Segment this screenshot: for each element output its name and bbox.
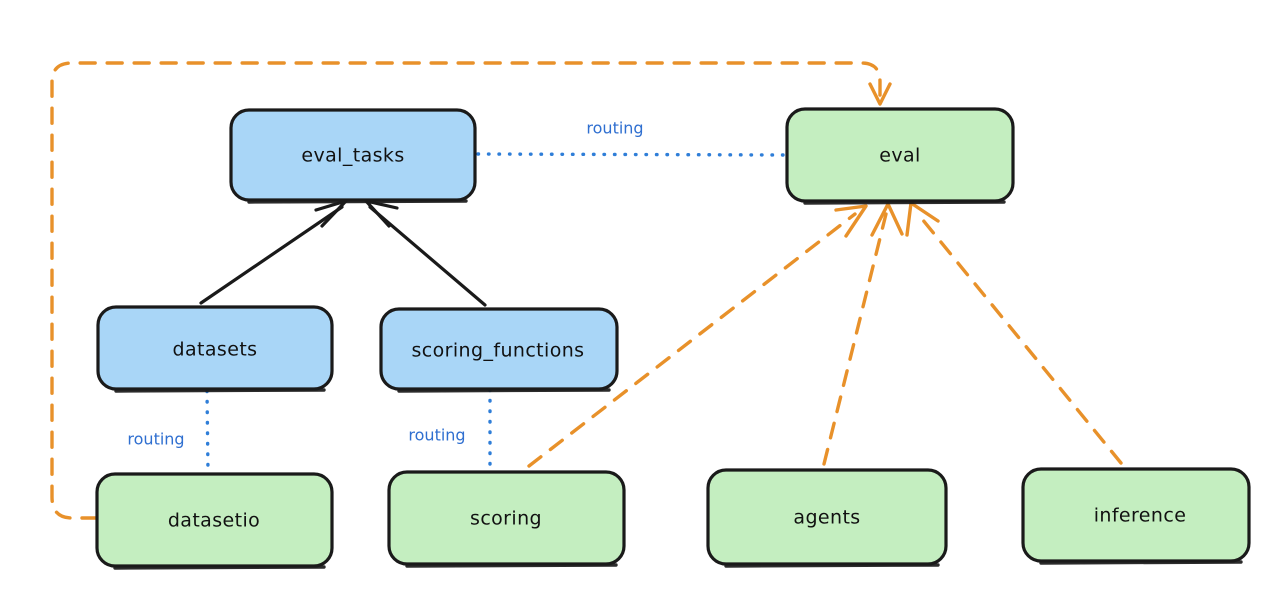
node-datasetio[interactable]: datasetio xyxy=(95,472,334,570)
edge-scoring-functions-to-eval-tasks xyxy=(364,199,487,307)
node-datasetio-label: datasetio xyxy=(168,510,260,532)
edge-label-routing-scoring-functions: routing xyxy=(408,426,465,445)
node-scoring-functions[interactable]: scoring_functions xyxy=(379,307,619,393)
edge-datasetio-to-eval xyxy=(50,61,892,520)
edge-label-routing-datasets: routing xyxy=(127,430,184,449)
edge-scoring-to-eval xyxy=(527,204,868,468)
node-scoring-functions-label: scoring_functions xyxy=(412,340,585,362)
node-datasets-label: datasets xyxy=(173,339,258,361)
node-inference[interactable]: inference xyxy=(1021,467,1251,565)
edge-datasets-to-eval-tasks xyxy=(199,199,348,305)
edge-inference-to-eval xyxy=(905,201,1123,465)
node-inference-label: inference xyxy=(1094,505,1187,527)
node-agents[interactable]: agents xyxy=(706,468,948,568)
edge-agents-to-eval xyxy=(822,202,904,466)
node-datasets[interactable]: datasets xyxy=(96,305,334,393)
node-eval-label: eval xyxy=(879,145,920,167)
node-scoring-label: scoring xyxy=(470,508,542,530)
edge-label-routing-eval-tasks: routing xyxy=(586,119,643,138)
node-agents-label: agents xyxy=(793,507,860,529)
edge-datasets-to-datasetio xyxy=(205,389,210,474)
node-eval[interactable]: eval xyxy=(785,107,1015,205)
node-eval-tasks[interactable]: eval_tasks xyxy=(229,108,477,204)
node-eval-tasks-label: eval_tasks xyxy=(301,145,404,167)
edge-eval-tasks-to-eval xyxy=(476,152,787,157)
node-scoring[interactable]: scoring xyxy=(387,470,626,568)
